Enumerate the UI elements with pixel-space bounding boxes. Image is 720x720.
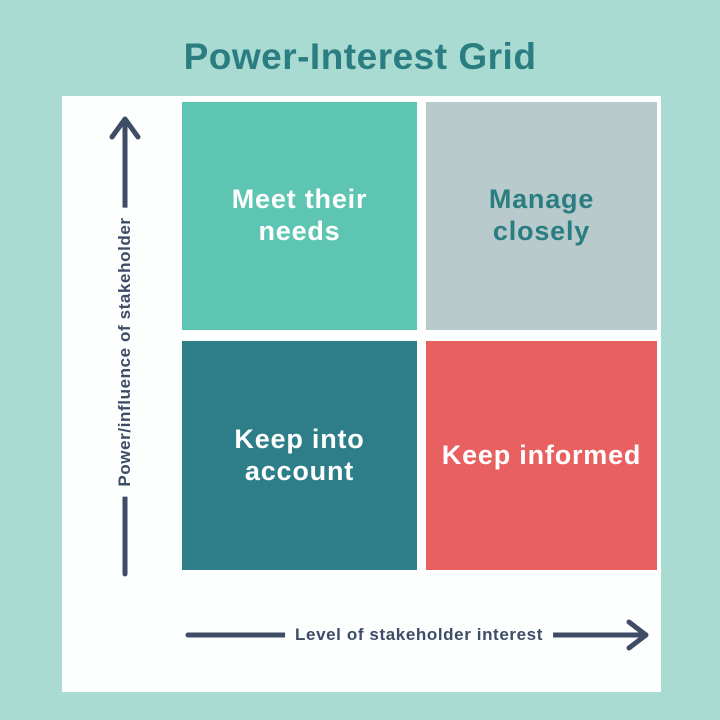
y-axis-label: Power/influence of stakeholder xyxy=(115,207,135,497)
quadrant-label: Meet their needs xyxy=(231,184,368,246)
quadrant-grid: Meet their needs Manage closely Keep int… xyxy=(182,102,657,570)
quadrant-keep-informed: Keep informed xyxy=(426,341,657,570)
quadrant-label: Keep informed xyxy=(441,439,642,470)
quadrant-label: Keep into account xyxy=(234,423,365,486)
chart-card: Meet their needs Manage closely Keep int… xyxy=(62,96,661,692)
quadrant-manage-closely: Manage closely xyxy=(426,102,657,330)
x-axis-label: Level of stakeholder interest xyxy=(285,625,553,645)
quadrant-label: Manage closely xyxy=(488,184,595,246)
quadrant-meet-their-needs: Meet their needs xyxy=(182,102,417,330)
page-title: Power-Interest Grid xyxy=(183,36,537,77)
quadrant-keep-into-account: Keep into account xyxy=(182,341,417,570)
